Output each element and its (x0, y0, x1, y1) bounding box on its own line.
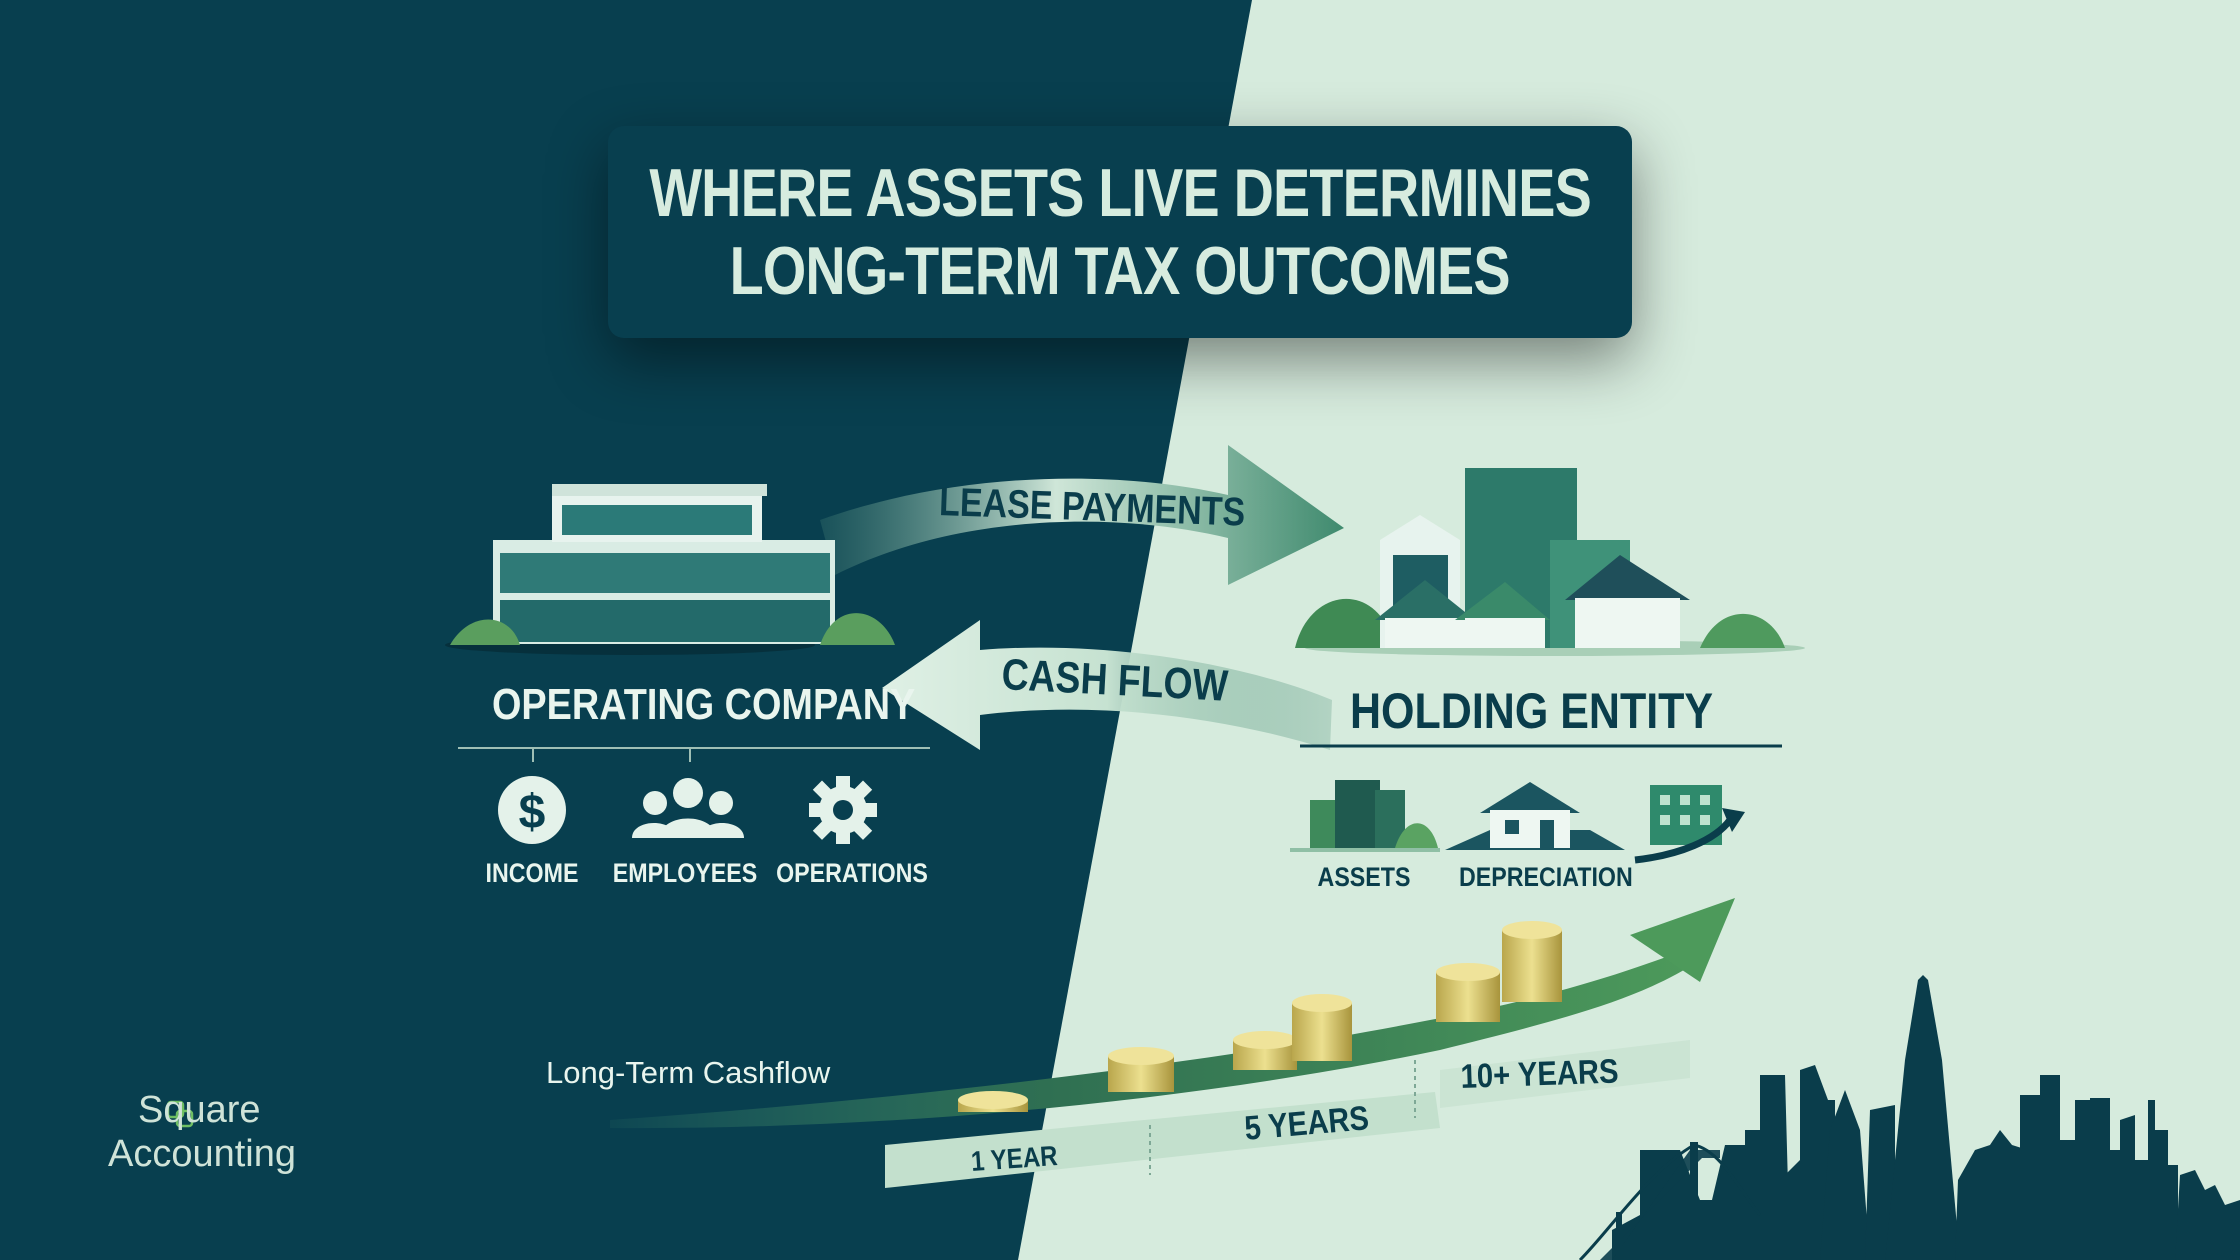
year-label-10-plus: 10+ YEARS (1460, 1052, 1620, 1096)
timeline-caption: Long-Term Cashflow (546, 1055, 831, 1090)
holding-entity-title: HOLDING ENTITY (1350, 683, 1714, 739)
company-logo: Square Accounting (108, 1088, 296, 1176)
buildings-icon (1290, 780, 1440, 852)
year-label-1: 1 YEAR (970, 1139, 1059, 1177)
coin-stack (1502, 921, 1562, 1002)
svg-text:$: $ (519, 786, 546, 839)
dollar-icon: $ (498, 776, 566, 844)
office-building-icon (445, 484, 895, 655)
growth-building-icon (1634, 785, 1745, 864)
people-icon (632, 778, 744, 838)
assets-label: ASSETS (1317, 862, 1411, 892)
growth-trend-arrow (610, 898, 1735, 1129)
holding-properties-icon (1295, 468, 1805, 656)
depreciation-label: DEPRECIATION (1459, 862, 1633, 892)
title-line-2: LONG-TERM TAX OUTCOMES (729, 233, 1511, 309)
city-skyline (1578, 975, 2240, 1260)
gear-icon (809, 776, 877, 844)
title-card: WHERE ASSETS LIVE DETERMINES LONG-TERM T… (608, 126, 1632, 338)
coin-stacks (958, 921, 1562, 1112)
income-label: INCOME (485, 858, 579, 888)
cash-flow-arrow (882, 620, 1332, 750)
employees-label: EMPLOYEES (612, 858, 758, 888)
lease-payments-arrow (820, 445, 1344, 585)
coin-stack (1108, 1047, 1174, 1092)
coin-stack (1233, 1031, 1297, 1070)
coin-stack (1436, 963, 1500, 1022)
logo-mark-icon (166, 1100, 194, 1128)
timeline-band (885, 1040, 1690, 1188)
operations-label: OPERATIONS (776, 858, 928, 888)
coin-stack (1292, 994, 1352, 1061)
operating-company-title: OPERATING COMPANY (492, 680, 916, 729)
coin-stack (958, 1091, 1028, 1112)
title-line-1: WHERE ASSETS LIVE DETERMINES (649, 155, 1591, 231)
house-icon (1445, 782, 1625, 850)
logo-line-1: Square (138, 1089, 261, 1131)
logo-line-2: Accounting (108, 1133, 297, 1175)
